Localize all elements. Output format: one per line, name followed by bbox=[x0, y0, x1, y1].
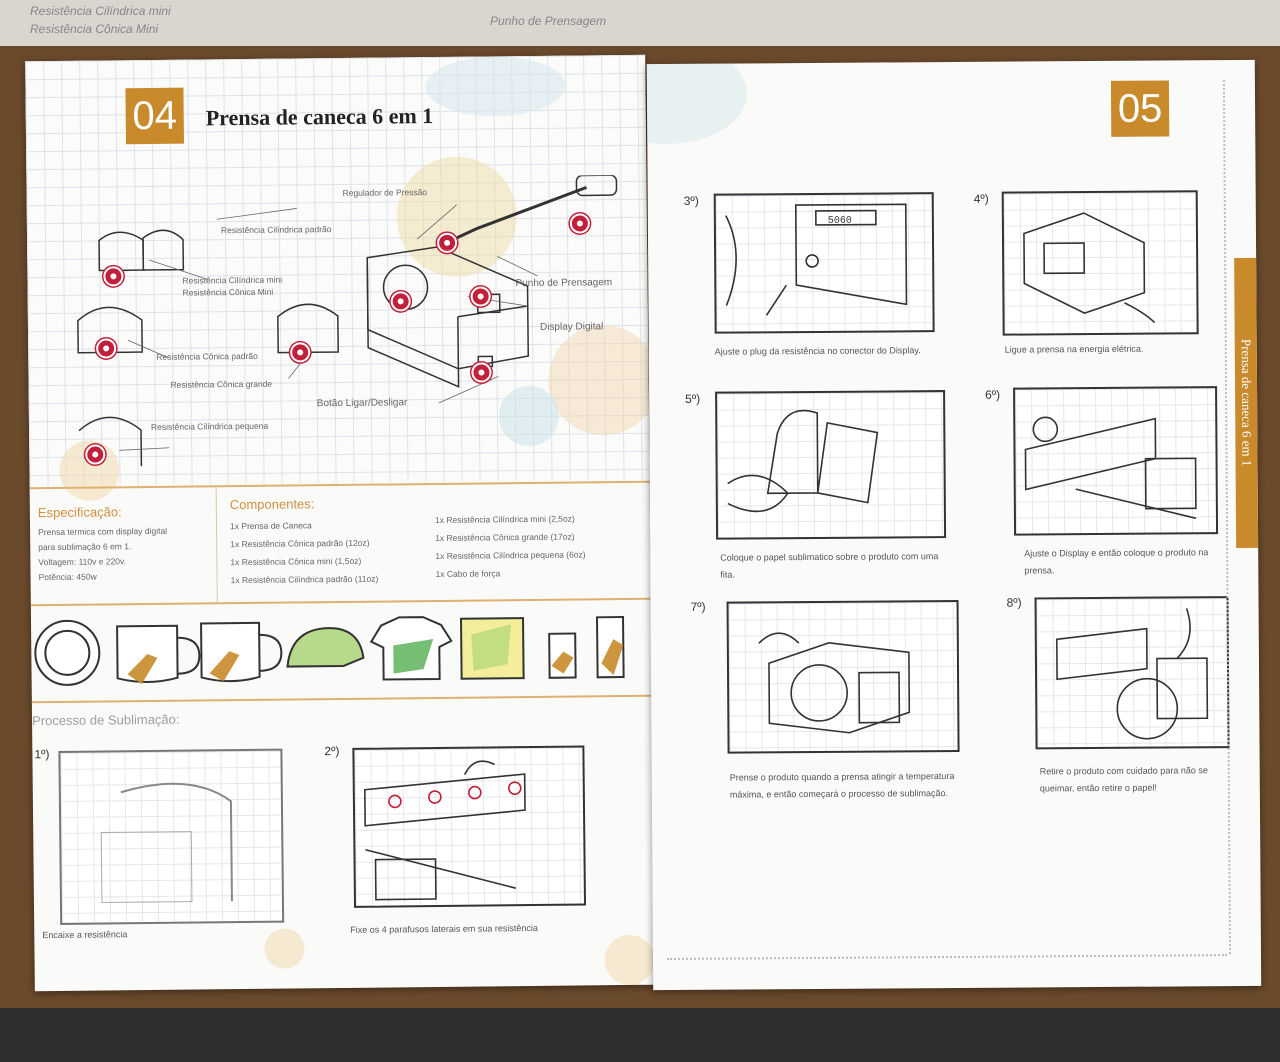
step-3-illustration: 5060 bbox=[713, 192, 935, 334]
step-number: 2º) bbox=[324, 744, 340, 759]
component-item: 1x Resistência Cilíndrica pequena (6oz) bbox=[435, 549, 586, 562]
background-page-strip: Resistência Cilíndrica mini Resistência … bbox=[0, 0, 1280, 46]
spec-line: Voltagem: 110v e 220v. bbox=[38, 556, 127, 568]
marker-conical-large bbox=[290, 342, 311, 363]
label-cylinder-mini: Resistência Cilíndrica mini bbox=[182, 274, 283, 286]
component-item: 1x Resistência Cônica mini (1,5oz) bbox=[230, 555, 362, 568]
step-2-caption: Fixe os 4 parafusos laterais em sua resi… bbox=[350, 922, 538, 935]
marker-display bbox=[470, 286, 491, 307]
dotted-edge bbox=[1222, 80, 1232, 955]
ghost-label: Punho de Prensagem bbox=[490, 14, 607, 28]
step-5-illustration bbox=[715, 390, 947, 540]
spec-text: Prensa termica com display digital para … bbox=[38, 524, 168, 585]
decor-circle bbox=[646, 59, 748, 145]
marker-power-button bbox=[471, 362, 492, 383]
process-heading: Processo de Sublimação: bbox=[31, 711, 180, 729]
step-6-caption: Ajuste o Display e então coloque o produ… bbox=[1024, 547, 1209, 576]
right-page: 05 Prensa de caneca 6 em 1 3º) 5060 Ajus… bbox=[646, 59, 1262, 991]
label-press-handle: Punho de Prensagem bbox=[515, 277, 613, 290]
product-icons-row bbox=[34, 616, 625, 686]
label-display: Display Digital bbox=[539, 321, 604, 333]
marker-pressure-regulator bbox=[436, 232, 458, 253]
step-8-caption: Retire o produto com cuidado para não se… bbox=[1039, 765, 1208, 794]
label-conical-large: Resistência Cônica grande bbox=[170, 378, 273, 390]
step-8-illustration bbox=[1034, 596, 1230, 750]
display-readout: 5060 bbox=[828, 216, 852, 227]
component-item: 1x Resistência Cilíndrica mini (2,5oz) bbox=[434, 513, 575, 526]
step-number: 4º) bbox=[973, 191, 989, 206]
step-number: 5º) bbox=[685, 391, 701, 406]
step-7-illustration bbox=[726, 599, 960, 754]
label-power-button: Botão Ligar/Desligar bbox=[316, 397, 408, 410]
label-cylinder-small: Resistência Cilíndrica pequena bbox=[150, 420, 269, 432]
marker-cylinder-standard bbox=[390, 291, 411, 312]
page-number: 04 bbox=[125, 87, 185, 145]
dotted-edge bbox=[667, 954, 1228, 961]
bottom-bar bbox=[0, 1008, 1280, 1062]
label-conical-standard: Resistência Cônica padrão bbox=[156, 350, 258, 362]
step-number: 8º) bbox=[1006, 595, 1022, 610]
step-6-illustration bbox=[1013, 386, 1219, 536]
marker-cylinder-mini bbox=[103, 266, 124, 287]
marker-conical-standard bbox=[96, 338, 117, 359]
components-col2: 1x Resistência Cilíndrica mini (2,5oz) 1… bbox=[435, 509, 586, 583]
components-heading: Componentes: bbox=[229, 496, 315, 513]
marker-press-handle bbox=[569, 213, 590, 234]
left-page: 04 Prensa de caneca 6 em 1 bbox=[25, 54, 655, 992]
page-title: Prensa de caneca 6 em 1 bbox=[205, 103, 434, 131]
side-tab: Prensa de caneca 6 em 1 bbox=[1234, 257, 1259, 549]
spec-heading: Especificação: bbox=[37, 504, 122, 521]
label-pressure-regulator: Regulador de Pressão bbox=[342, 187, 428, 198]
page-number: 05 bbox=[1110, 80, 1170, 137]
step-number: 3º) bbox=[683, 193, 699, 208]
step-4-illustration bbox=[1001, 190, 1199, 336]
spec-line: Prensa termica com display digital bbox=[38, 525, 168, 538]
decor-circle bbox=[604, 934, 655, 986]
step-number: 7º) bbox=[690, 599, 706, 614]
component-item: 1x Prensa de Caneca bbox=[229, 520, 312, 532]
components-col1: 1x Prensa de Caneca 1x Resistência Cônic… bbox=[230, 516, 378, 590]
side-tab-label: Prensa de caneca 6 em 1 bbox=[1238, 339, 1255, 467]
component-item: 1x Cabo de força bbox=[435, 568, 501, 580]
step-1-illustration bbox=[58, 748, 285, 925]
step-2-illustration bbox=[352, 745, 587, 908]
divider bbox=[215, 487, 218, 603]
step-4-caption: Ligue a prensa na energia elétrica. bbox=[1004, 343, 1144, 355]
ghost-label: Resistência Cilíndrica mini bbox=[30, 4, 171, 18]
component-item: 1x Resistência Cilíndrica padrão (11oz) bbox=[230, 573, 379, 586]
label-conical-mini: Resistência Cônica Mini bbox=[182, 286, 274, 298]
component-item: 1x Resistência Cônica padrão (12oz) bbox=[230, 537, 370, 550]
step-number: 6º) bbox=[985, 387, 1001, 402]
step-7-caption: Prense o produto quando a prensa atingir… bbox=[729, 771, 955, 800]
spec-line: para sublimação 6 em 1. bbox=[38, 541, 132, 553]
spec-line: Potência: 450w bbox=[38, 571, 97, 583]
decor-circle bbox=[264, 928, 305, 969]
label-cylinder-standard: Resistência Cilíndrica padrão bbox=[220, 224, 332, 236]
component-item: 1x Resistência Cônica grande (17oz) bbox=[435, 531, 575, 544]
step-1-caption: Encaixe a resistência bbox=[42, 929, 128, 941]
marker-cylinder-small bbox=[85, 444, 106, 465]
ghost-label: Resistência Cônica Mini bbox=[30, 22, 159, 36]
step-3-caption: Ajuste o plug da resistência no conector… bbox=[714, 345, 921, 357]
step-5-caption: Coloque o papel sublimatico sobre o prod… bbox=[720, 551, 939, 580]
step-number: 1º) bbox=[34, 747, 50, 762]
